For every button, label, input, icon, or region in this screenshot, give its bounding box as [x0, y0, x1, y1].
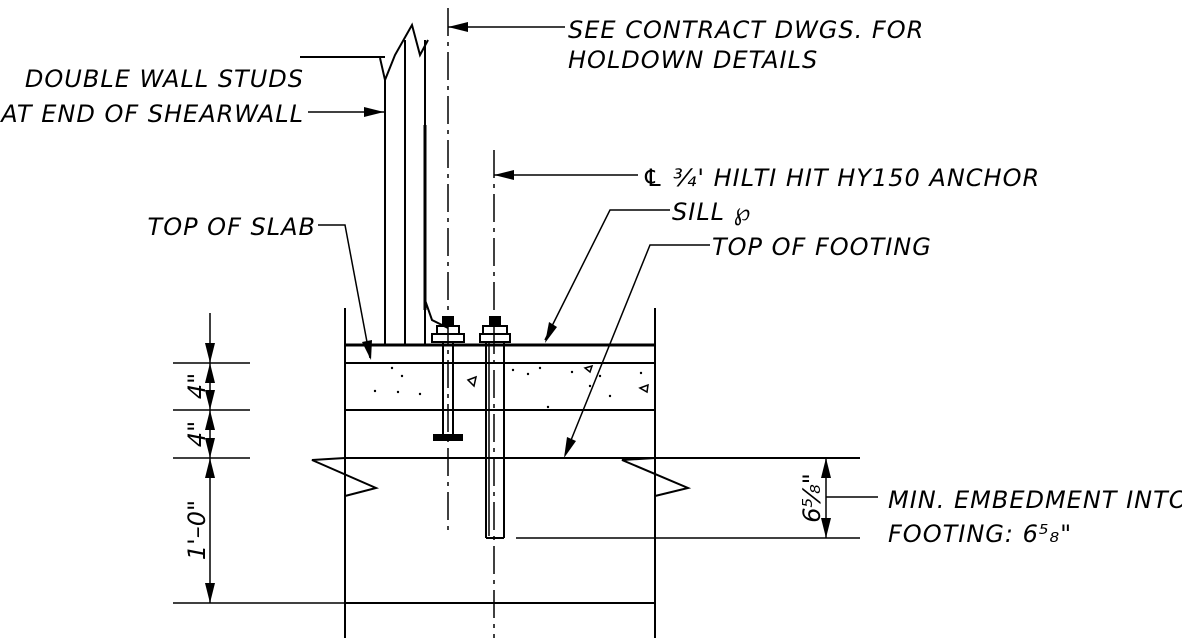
hy150-anchor	[479, 316, 511, 539]
leaders	[308, 22, 878, 539]
holdown-label-line1: SEE CONTRACT DWGS. FOR	[568, 16, 924, 44]
fill-dimension-text: 4"	[183, 421, 211, 447]
holdown-label-line2: HOLDOWN DETAILS	[568, 46, 818, 74]
left-dimension	[173, 313, 360, 604]
top-of-footing-label: TOP OF FOOTING	[712, 233, 932, 261]
sill-label: SILL ℘	[672, 198, 751, 226]
holdown-bolt	[431, 316, 465, 441]
anchor-label: ℄ ¾' HILTI HIT HY150 ANCHOR	[642, 164, 1040, 192]
embedment-dimension	[821, 458, 831, 538]
wall-studs	[300, 22, 449, 345]
embedment-label-line2: FOOTING: 6⁵₈"	[888, 520, 1072, 548]
embedment-label-line1: MIN. EMBEDMENT INTO	[888, 486, 1182, 514]
studs-label-line2: AT END OF SHEARWALL	[0, 100, 304, 128]
embedment-dimension-text: 6⁵⁄₈"	[798, 473, 826, 523]
concrete-sections	[311, 308, 860, 638]
footing-dimension-text: 1'–0"	[183, 500, 211, 560]
slab-dimension-text: 4"	[183, 373, 211, 399]
top-of-slab-label: TOP OF SLAB	[148, 213, 316, 241]
aggregate-triangles	[466, 364, 649, 394]
studs-label-line1: DOUBLE WALL STUDS	[25, 65, 304, 93]
concrete-hatch	[373, 366, 643, 409]
